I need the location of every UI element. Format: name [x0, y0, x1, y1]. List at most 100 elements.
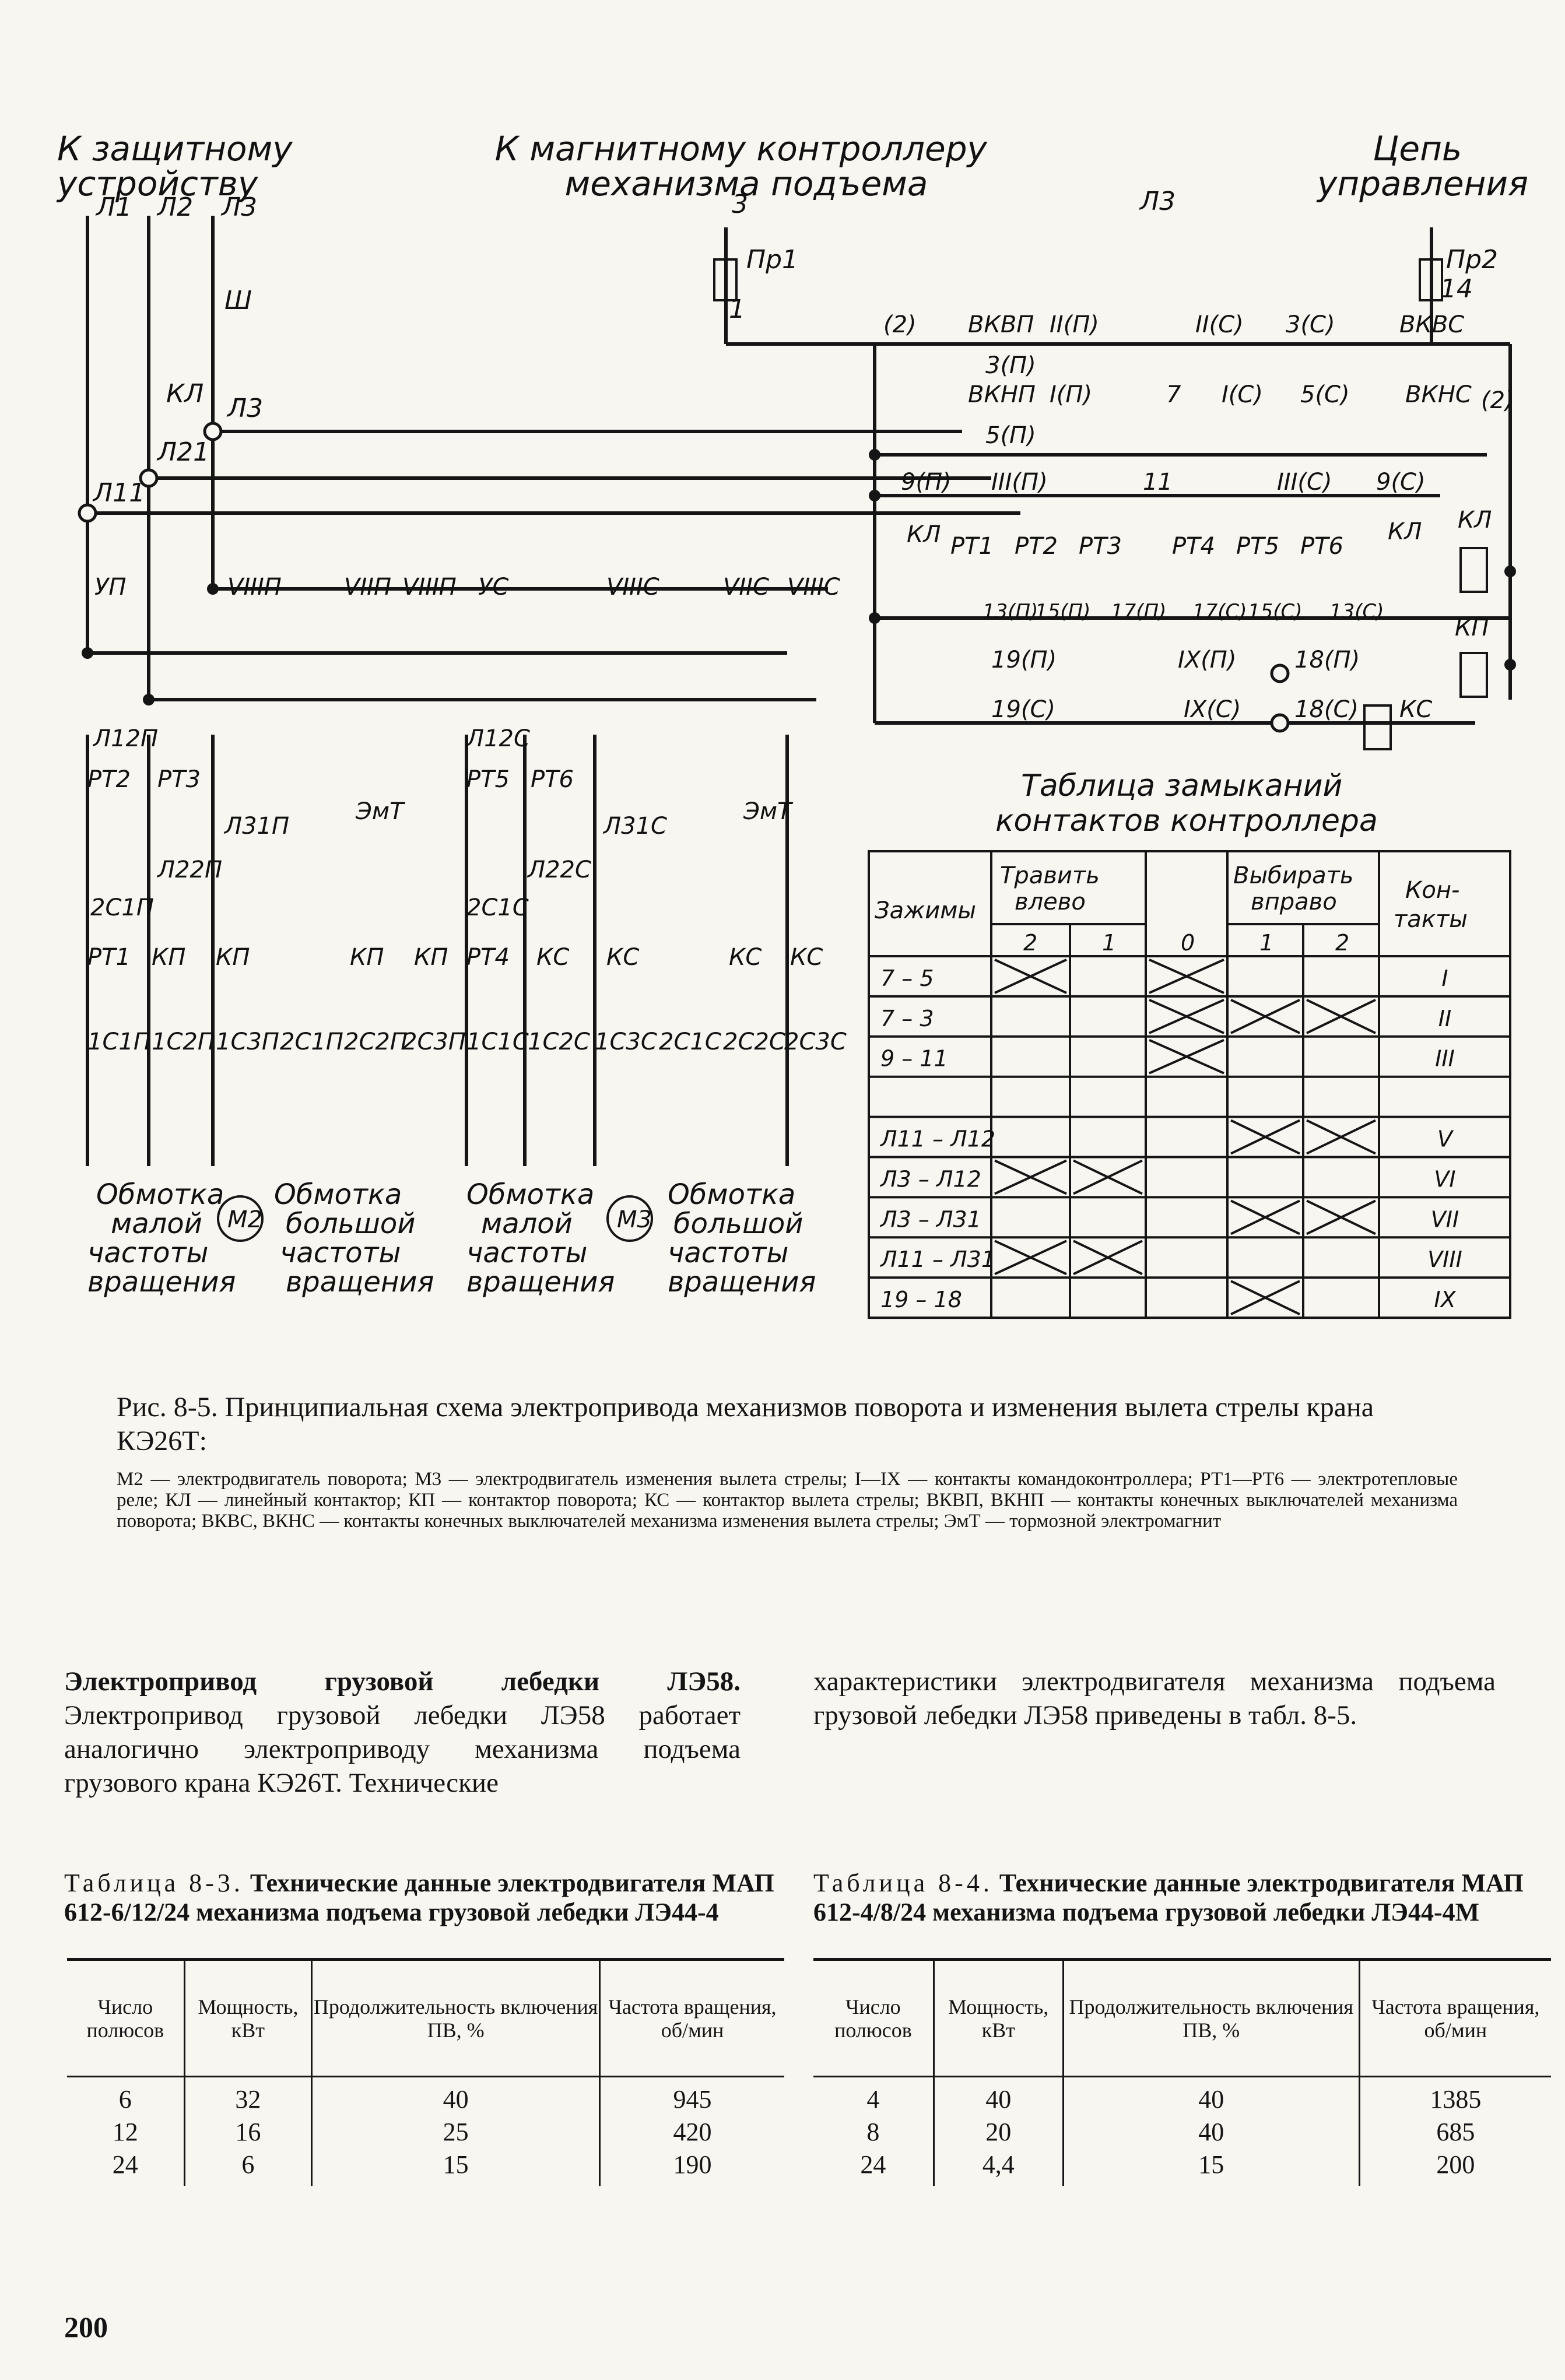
section-heading: Электропривод грузовой лебедки ЛЭ58.: [64, 1666, 741, 1697]
svg-text:2С1С: 2С1С: [659, 1028, 721, 1055]
page-number: 200: [64, 2311, 108, 2343]
table-header: Число полюсов: [813, 1958, 934, 2077]
svg-text:М3: М3: [617, 1206, 652, 1233]
circuit-diagram: К защитному устройству К магнитному конт…: [56, 129, 1528, 1319]
svg-text:7: 7: [1166, 381, 1181, 408]
svg-text:I(С): I(С): [1222, 381, 1263, 408]
svg-text:Л22С: Л22С: [527, 856, 591, 883]
control-circuit: [713, 227, 1516, 750]
svg-text:3: 3: [732, 189, 748, 219]
svg-text:КЛ: КЛ: [907, 521, 941, 548]
svg-text:ВКВП: ВКВП: [968, 311, 1034, 338]
svg-text:2С3П: 2С3П: [402, 1028, 466, 1055]
svg-text:(2): (2): [1481, 387, 1514, 414]
svg-text:М2: М2: [227, 1206, 262, 1233]
svg-text:КП: КП: [1455, 615, 1489, 641]
svg-text:КС: КС: [790, 944, 823, 971]
svg-text:Пр2: Пр2: [1446, 245, 1498, 275]
svg-text:Л21: Л21: [156, 437, 209, 467]
svg-text:0: 0: [1181, 930, 1195, 956]
motor-symbols: М2 М3: [217, 1195, 653, 1242]
svg-text:Пр1: Пр1: [746, 245, 798, 275]
switch-closure-mark: [994, 1159, 1067, 1195]
svg-text:РТ6: РТ6: [531, 766, 574, 793]
svg-text:Л3: Л3: [1139, 187, 1175, 216]
coil-ks-icon: [1363, 704, 1392, 750]
svg-text:ЭмТ: ЭмТ: [355, 798, 406, 825]
svg-text:Л11: Л11: [92, 478, 145, 508]
svg-text:17(П): 17(П): [1111, 600, 1166, 623]
svg-text:1: 1: [1102, 930, 1116, 956]
svg-text:Л12С: Л12С: [465, 725, 530, 752]
svg-text:II(С): II(С): [1195, 311, 1244, 338]
svg-text:РТ4: РТ4: [1172, 533, 1215, 560]
svg-text:I(П): I(П): [1050, 381, 1092, 408]
svg-text:15(П): 15(П): [1035, 600, 1090, 623]
svg-text:III(П): III(П): [991, 469, 1048, 496]
svg-text:РТ1: РТ1: [950, 533, 994, 560]
table-8-4: Число полюсов Мощность, кВт Продолжитель…: [813, 1958, 1551, 2186]
svg-text:КС: КС: [1399, 696, 1432, 723]
svg-text:13(С): 13(С): [1329, 600, 1384, 623]
svg-text:ВКНС: ВКНС: [1405, 381, 1472, 408]
svg-text:9(С): 9(С): [1376, 469, 1426, 496]
left-text-column: Электропривод грузовой лебедки ЛЭ58. Эле…: [64, 1665, 741, 1800]
svg-text:14: 14: [1440, 274, 1473, 304]
power-circuit-labels: УП VIIIП VIIП VIIIП УС VIIIС VIIС VIIIС …: [87, 574, 847, 1055]
label-control-circuit: Цепь управления: [1316, 129, 1528, 203]
switch-closure-mark: [1230, 1199, 1300, 1235]
svg-text:УС: УС: [478, 574, 508, 601]
switch-closure-mark: [1306, 999, 1376, 1034]
svg-text:2С1П: 2С1П: [280, 1028, 343, 1055]
svg-text:ВКВС: ВКВС: [1399, 311, 1464, 338]
switch-closure-mark: [1073, 1159, 1143, 1195]
svg-text:Л31П: Л31П: [223, 813, 289, 840]
svg-text:5(С): 5(С): [1300, 381, 1350, 408]
svg-text:1С2П: 1С2П: [152, 1028, 215, 1055]
svg-text:IX(С): IX(С): [1184, 696, 1241, 723]
label-protective-device: К защитному устройству: [56, 129, 303, 203]
switch-row-clamp: 19 – 18: [880, 1287, 962, 1312]
table-8-4-caption: Таблица 8-4. Технические данные электрод…: [813, 1869, 1524, 1926]
switch-closure-mark: [1149, 999, 1224, 1034]
switch-row-contact: VIII: [1427, 1247, 1462, 1272]
svg-text:Л1: Л1: [95, 192, 132, 222]
svg-text:Кон-такты: Кон-такты: [1394, 877, 1468, 933]
switch-row-clamp: Л3 – Л31: [879, 1206, 981, 1232]
svg-text:1С1С: 1С1С: [466, 1028, 529, 1055]
fuse-pr2-icon: [1419, 258, 1443, 301]
control-labels: (2) ВКВП II(П) II(С) 3(С) ВКВС 3(П) ВКНП…: [883, 311, 1514, 723]
svg-text:РТ3: РТ3: [1079, 533, 1122, 560]
controller-switch-table: Таблица замыканий контактов контроллера …: [868, 768, 1511, 1319]
svg-text:Л2: Л2: [156, 192, 193, 222]
svg-text:ВКНП: ВКНП: [968, 381, 1036, 408]
svg-text:2: 2: [1023, 930, 1037, 956]
svg-text:ЭмТ: ЭмТ: [743, 798, 794, 825]
table-header: Мощность, кВт: [183, 1958, 312, 2077]
power-phase-lines: [78, 216, 1020, 1166]
switch-closure-mark: [1230, 1280, 1300, 1315]
svg-text:11: 11: [1143, 469, 1173, 496]
table-8-3-caption: Таблица 8-3. Технические данные электрод…: [64, 1869, 774, 1926]
svg-text:РТ3: РТ3: [157, 766, 201, 793]
svg-text:РТ4: РТ4: [466, 944, 510, 971]
svg-text:1: 1: [1259, 930, 1273, 956]
figure-legend: М2 — электродвигатель поворота; М3 — эле…: [117, 1469, 1458, 1532]
svg-text:19(С): 19(С): [991, 696, 1055, 723]
switch-row-clamp: Л3 – Л12: [879, 1166, 981, 1192]
svg-text:2С3С: 2С3С: [784, 1028, 847, 1055]
svg-text:РТ2: РТ2: [1015, 533, 1058, 560]
svg-text:РТ5: РТ5: [1236, 533, 1279, 560]
svg-text:Л3: Л3: [226, 394, 263, 423]
table-header: Число полюсов: [67, 1958, 185, 2077]
switch-row-clamp: 7 – 3: [880, 1006, 934, 1031]
switch-closure-mark: [1306, 1199, 1376, 1235]
svg-text:VIIС: VIIС: [723, 574, 769, 601]
switch-closure-mark: [1230, 999, 1300, 1034]
svg-text:9(П): 9(П): [901, 469, 952, 496]
switch-closure-mark: [1073, 1240, 1143, 1276]
svg-text:Л22П: Л22П: [156, 856, 222, 883]
